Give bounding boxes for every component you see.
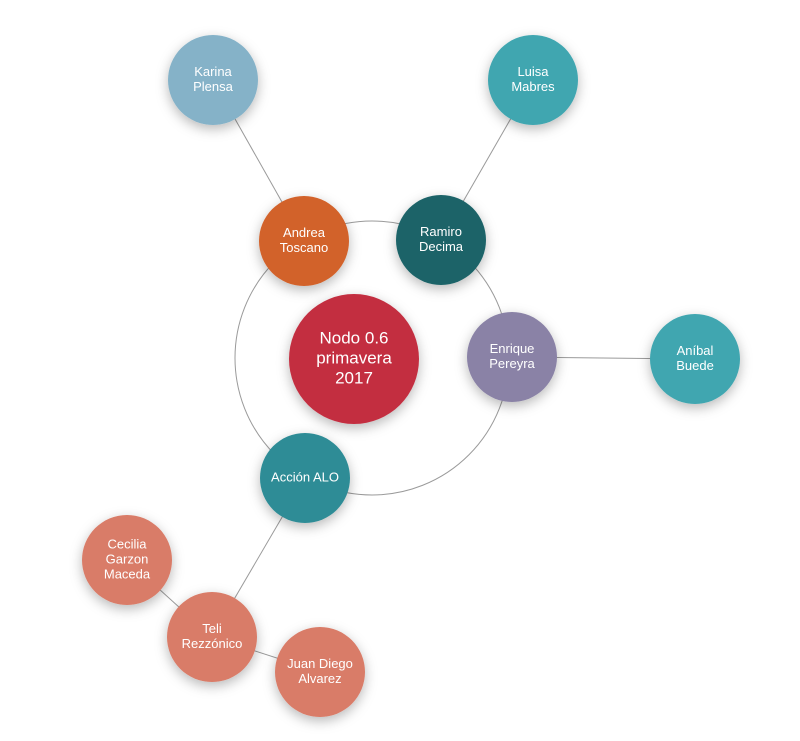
node-label-accion-0: Acción ALO <box>271 469 339 484</box>
node-label-andrea-0: Andrea <box>283 225 326 240</box>
node-label-luisa-1: Mabres <box>511 79 555 94</box>
node-circle-luisa <box>488 35 578 125</box>
node-label-ramiro-0: Ramiro <box>420 224 462 239</box>
node-label-luisa-0: Luisa <box>517 64 549 79</box>
node-circle-ramiro <box>396 195 486 285</box>
node-label-cecilia-1: Garzon <box>106 551 149 566</box>
node-label-cecilia-0: Cecilia <box>107 536 147 551</box>
node-circle-teli <box>167 592 257 682</box>
node-accion: Acción ALO <box>260 433 350 523</box>
node-label-karina-1: Plensa <box>193 79 234 94</box>
node-label-karina-0: Karina <box>194 64 232 79</box>
node-label-nodo-2: 2017 <box>335 368 373 387</box>
node-circle-karina <box>168 35 258 125</box>
node-label-nodo-0: Nodo 0.6 <box>320 328 389 347</box>
node-label-nodo-1: primavera <box>316 348 392 367</box>
node-label-enrique-0: Enrique <box>490 341 535 356</box>
node-label-anibal-1: Buede <box>676 358 714 373</box>
node-label-enrique-1: Pereyra <box>489 356 535 371</box>
node-label-andrea-1: Toscano <box>280 240 328 255</box>
node-label-teli-0: Teli <box>202 621 222 636</box>
node-circle-anibal <box>650 314 740 404</box>
node-circle-enrique <box>467 312 557 402</box>
node-label-teli-1: Rezzónico <box>182 636 243 651</box>
node-label-cecilia-2: Maceda <box>104 566 151 581</box>
node-label-juan-0: Juan Diego <box>287 656 353 671</box>
node-circle-andrea <box>259 196 349 286</box>
node-circle-accion <box>260 433 350 523</box>
node-circle-cecilia <box>82 515 172 605</box>
node-label-ramiro-1: Decima <box>419 239 464 254</box>
node-circle-juan <box>275 627 365 717</box>
node-label-anibal-0: Aníbal <box>677 343 714 358</box>
node-label-juan-1: Alvarez <box>298 671 341 686</box>
node-circle-nodo <box>289 294 419 424</box>
